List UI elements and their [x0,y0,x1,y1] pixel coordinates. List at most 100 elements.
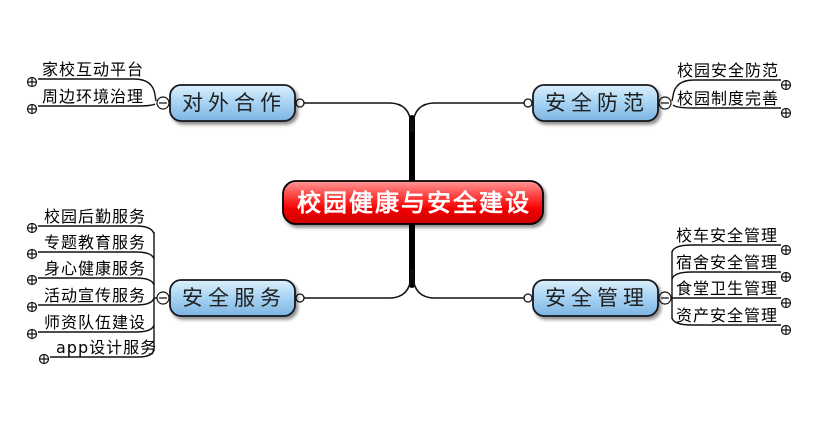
branch-topic-bottom-left[interactable]: 安全服务 [169,279,296,317]
branch-topic-top-left[interactable]: 对外合作 [169,84,296,122]
leaf-label: 校车安全管理 [676,226,778,245]
leaf-label: 周边环境治理 [42,87,144,106]
expand-button[interactable] [26,248,38,260]
plus-icon [27,223,37,233]
subtree-top-right: 校园安全防范 校园制度完善 安全防范 [532,61,792,122]
leaf-topic[interactable]: 身心健康服务 [26,259,155,286]
plus-icon [27,329,37,339]
plus-icon [781,325,791,335]
connector-line [38,251,155,260]
plus-icon [27,249,37,259]
leaf-topic[interactable]: 家校互动平台 [26,60,157,102]
connector-line [412,102,524,132]
plus-icon [27,275,37,285]
connector-line [38,78,157,102]
connector-joint [295,98,305,108]
leaf-label: 校园后勤服务 [44,207,146,226]
expand-button[interactable] [780,79,792,91]
leaf-topic[interactable]: 校园后勤服务 [26,207,155,235]
topic-label: 安全管理 [545,286,649,310]
plus-icon [781,245,791,255]
connector-line [38,225,155,235]
subtree-bottom-right: 校车安全管理 宿舍安全管理 食堂卫生管理 资产安全管理 [532,226,792,336]
root-topic[interactable]: 校园健康与安全建设 [282,180,544,225]
leaf-topic[interactable]: 食堂卫生管理 [672,279,792,309]
leaf-topic[interactable]: 专题教育服务 [26,233,155,260]
expand-button[interactable] [26,222,38,234]
connector-line [671,317,781,326]
plus-icon [27,302,37,312]
expand-button[interactable] [780,324,792,336]
collapse-button[interactable] [156,291,170,305]
topic-label: 对外合作 [182,91,286,115]
leaf-topic[interactable]: 宿舍安全管理 [671,253,792,283]
expand-button[interactable] [780,244,792,256]
connector-line [672,104,781,109]
collapse-button[interactable] [658,96,672,110]
expand-button[interactable] [780,107,792,119]
leaf-topic[interactable]: 资产安全管理 [671,306,792,336]
leaf-topic[interactable]: 活动宣传服务 [26,286,155,313]
connector-joint [523,98,533,108]
leaf-label: 食堂卫生管理 [676,279,778,298]
branch-topic-top-right[interactable]: 安全防范 [532,84,659,122]
plus-icon [27,104,37,114]
connector-line [38,297,155,306]
leaf-label: 专题教育服务 [44,233,146,252]
expand-button[interactable] [38,353,50,365]
leaf-label: 活动宣传服务 [44,286,146,305]
plus-icon [781,80,791,90]
collapse-button[interactable] [658,291,672,305]
topic-shape[interactable] [532,279,659,317]
branch-topic-bottom-right[interactable]: 安全管理 [532,279,659,317]
leaf-label: 身心健康服务 [44,259,146,278]
subtree-top-left: 家校互动平台 周边环境治理 对外合作 [26,60,296,122]
plus-icon [781,108,791,118]
leaf-label: 宿舍安全管理 [676,253,778,272]
topic-shape[interactable] [282,180,544,225]
expand-button[interactable] [26,76,38,88]
topic-label: 安全防范 [545,91,649,115]
subtree-bottom-left: 校园后勤服务 专题教育服务 身心健康服务 活动宣传服务 [26,207,296,365]
connector-line [671,79,781,102]
connector-bracket [153,232,157,351]
expand-button[interactable] [26,301,38,313]
connector-line [412,269,524,299]
collapse-button[interactable] [156,96,170,110]
leaf-topic[interactable]: 周边环境治理 [26,87,156,115]
expand-button[interactable] [26,103,38,115]
topic-shape[interactable] [169,84,296,122]
connector-line [671,244,781,253]
expand-button[interactable] [26,274,38,286]
topic-shape[interactable] [532,84,659,122]
leaf-label: app设计服务 [56,338,157,357]
expand-button[interactable] [780,271,792,283]
plus-icon [781,272,791,282]
connector-line [38,103,156,107]
leaf-label: 师资队伍建设 [44,313,146,332]
plus-icon [39,354,49,364]
leaf-topic[interactable]: 校园安全防范 [671,61,792,102]
connector-line [38,324,155,333]
leaf-topic[interactable]: 师资队伍建设 [26,313,155,340]
expand-button[interactable] [780,297,792,309]
leaf-topic[interactable]: 校园制度完善 [672,89,792,119]
connector-line [304,102,412,132]
topic-label: 安全服务 [182,286,286,310]
leaf-label: 资产安全管理 [676,306,778,325]
leaf-topic[interactable]: 校车安全管理 [671,226,792,256]
plus-icon [781,298,791,308]
connector-layer [295,98,533,303]
connector-line [671,271,781,280]
leaf-label: 家校互动平台 [42,60,144,79]
leaf-topic[interactable]: app设计服务 [38,338,158,365]
expand-button[interactable] [26,328,38,340]
connector-line [38,277,155,286]
plus-icon [27,77,37,87]
leaf-label: 校园制度完善 [677,89,779,108]
connector-line [304,269,412,299]
leaf-label: 校园安全防范 [677,61,779,80]
topic-shape[interactable] [169,279,296,317]
